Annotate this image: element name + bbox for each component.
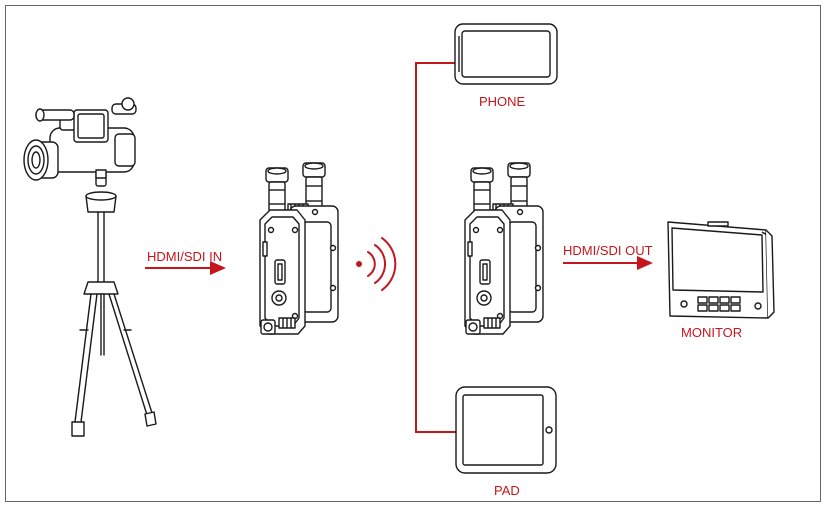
phone-label: PHONE [479,94,526,109]
monitor-label: MONITOR [681,325,742,340]
hdmi-out-label: HDMI/SDI OUT [563,243,653,258]
phone-icon [455,24,557,84]
tablet-icon [456,387,556,473]
pad-label: PAD [494,483,520,498]
hdmi-in-label: HDMI/SDI IN [147,249,222,264]
monitor-icon [668,222,774,318]
